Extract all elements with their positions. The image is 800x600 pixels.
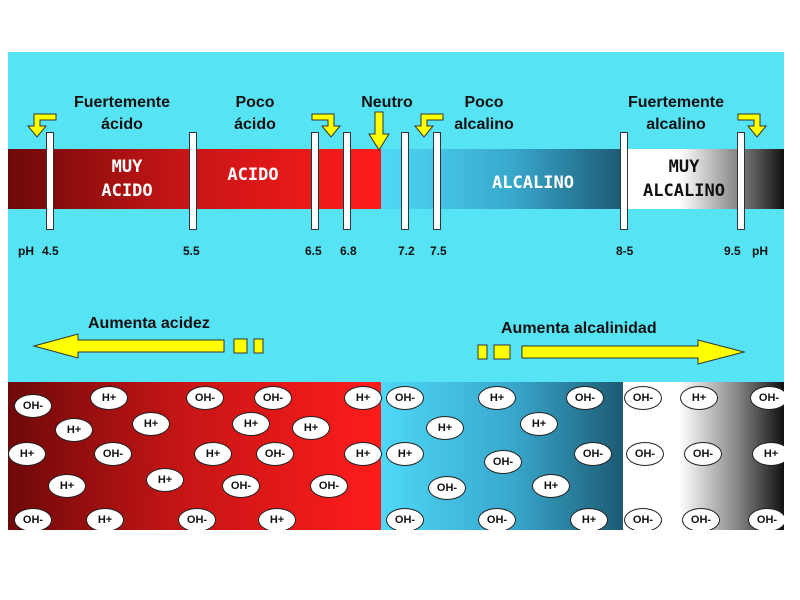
category-line1: Poco (235, 94, 275, 111)
bar-label-muy-alcalino: MUY ALCALINO (624, 155, 744, 203)
ph-scale-diagram: Fuertemente ácido Poco ácido Neutro Poco… (8, 52, 784, 530)
hydrogen-ion: H+ (426, 416, 464, 440)
hydrogen-ion: H+ (194, 442, 232, 466)
hydroxide-ion: OH- (178, 508, 216, 530)
category-line2: alcalino (646, 116, 706, 133)
category-line1: Fuertemente (627, 94, 725, 111)
marker-ph-5-5 (189, 132, 197, 230)
hydroxide-ion: OH- (14, 394, 52, 418)
trend-label-alkalinity: Aumenta alcalinidad (501, 320, 657, 337)
hydroxide-ion: OH- (222, 474, 260, 498)
hydroxide-ion: OH- (386, 386, 424, 410)
marker-ph-7-2 (401, 132, 409, 230)
hydroxide-ion: OH- (626, 442, 664, 466)
hydroxide-ion: OH- (428, 476, 466, 500)
hydroxide-ion: OH- (624, 508, 662, 530)
category-fuertemente-acido: Fuertemente ácido (60, 92, 184, 136)
hydroxide-ion: OH- (566, 386, 604, 410)
hydroxide-ion: OH- (386, 508, 424, 530)
ph-tick: 5.5 (183, 244, 200, 258)
hydrogen-ion: H+ (680, 386, 718, 410)
ph-tick: 4.5 (42, 244, 59, 258)
bar-label-acido: ACIDO (227, 165, 279, 185)
ph-label-left: pH (18, 244, 34, 258)
ph-tick: 8-5 (616, 244, 634, 258)
hydrogen-ion: H+ (520, 412, 558, 436)
hydrogen-ion: H+ (570, 508, 608, 530)
ph-tick: 7.2 (398, 244, 415, 258)
hydrogen-ion: H+ (232, 412, 270, 436)
category-poco-acido: Poco ácido (220, 92, 290, 136)
hydrogen-ion: H+ (90, 386, 128, 410)
bar-label-line2: ACIDO (101, 181, 153, 201)
category-line1: Poco (464, 94, 504, 111)
hydrogen-ion: H+ (344, 442, 382, 466)
ph-tick: 6.8 (340, 244, 357, 258)
hydrogen-ion: H+ (55, 418, 93, 442)
hydrogen-ion: H+ (258, 508, 296, 530)
ph-tick: 7.5 (430, 244, 447, 258)
ph-tick: 9.5 (724, 244, 741, 258)
hydroxide-ion: OH- (748, 508, 784, 530)
hydroxide-ion: OH- (750, 386, 784, 410)
category-line1: Fuertemente (73, 94, 171, 111)
hydrogen-ion: H+ (146, 468, 184, 492)
hydroxide-ion: OH- (254, 386, 292, 410)
category-line2: alcalino (454, 116, 514, 133)
bar-label-line1: MUY (111, 157, 143, 177)
hydroxide-ion: OH- (684, 442, 722, 466)
hydrogen-ion: H+ (386, 442, 424, 466)
bar-label-alcalino: ALCALINO (492, 173, 574, 193)
hydroxide-ion: OH- (624, 386, 662, 410)
marker-ph-7-5 (433, 132, 441, 230)
category-poco-alcalino: Poco alcalino (444, 92, 524, 136)
bar-label-line2: ALCALINO (643, 181, 725, 201)
hydroxide-ion: OH- (186, 386, 224, 410)
category-fuertemente-alcalino: Fuertemente alcalino (614, 92, 738, 136)
ph-label-right: pH (752, 244, 768, 258)
bent-arrow-icon (413, 113, 444, 138)
hydroxide-ion: OH- (682, 508, 720, 530)
down-arrow-icon (368, 111, 390, 151)
hydroxide-ion: OH- (14, 508, 52, 530)
marker-ph-6-5 (311, 132, 319, 230)
bar-label-line1: MUY (668, 157, 700, 177)
marker-ph-6-8 (343, 132, 351, 230)
hydrogen-ion: H+ (344, 386, 382, 410)
bent-arrow-icon (311, 113, 342, 138)
hydrogen-ion: H+ (86, 508, 124, 530)
category-line1: Neutro (361, 94, 413, 111)
right-arrow-icon (477, 339, 746, 365)
hydroxide-ion: OH- (256, 442, 294, 466)
bar-alkaline-segment (381, 149, 623, 209)
hydroxide-ion: OH- (574, 442, 612, 466)
category-line2: ácido (101, 116, 143, 133)
category-neutro: Neutro (352, 92, 422, 114)
bent-arrow-icon (737, 113, 768, 138)
hydroxide-ion: OH- (310, 474, 348, 498)
marker-ph-9-5 (737, 132, 745, 230)
bar-very-alkaline-segment (623, 149, 784, 209)
hydroxide-ion: OH- (484, 450, 522, 474)
marker-ph-8-5 (620, 132, 628, 230)
hydrogen-ion: H+ (532, 474, 570, 498)
hydrogen-ion: H+ (132, 412, 170, 436)
hydroxide-ion: OH- (94, 442, 132, 466)
category-line2: ácido (234, 116, 276, 133)
trend-label-acidity: Aumenta acidez (88, 315, 210, 332)
hydrogen-ion: H+ (8, 442, 46, 466)
ph-tick: 6.5 (305, 244, 322, 258)
left-arrow-icon (32, 333, 264, 359)
hydroxide-ion: OH- (478, 508, 516, 530)
hydrogen-ion: H+ (292, 416, 330, 440)
hydrogen-ion: H+ (48, 474, 86, 498)
hydrogen-ion: H+ (478, 386, 516, 410)
bent-arrow-icon (26, 113, 57, 138)
marker-ph-4-5 (46, 132, 54, 230)
hydrogen-ion: H+ (752, 442, 784, 466)
bar-label-muy-acido: MUY ACIDO (72, 155, 182, 203)
